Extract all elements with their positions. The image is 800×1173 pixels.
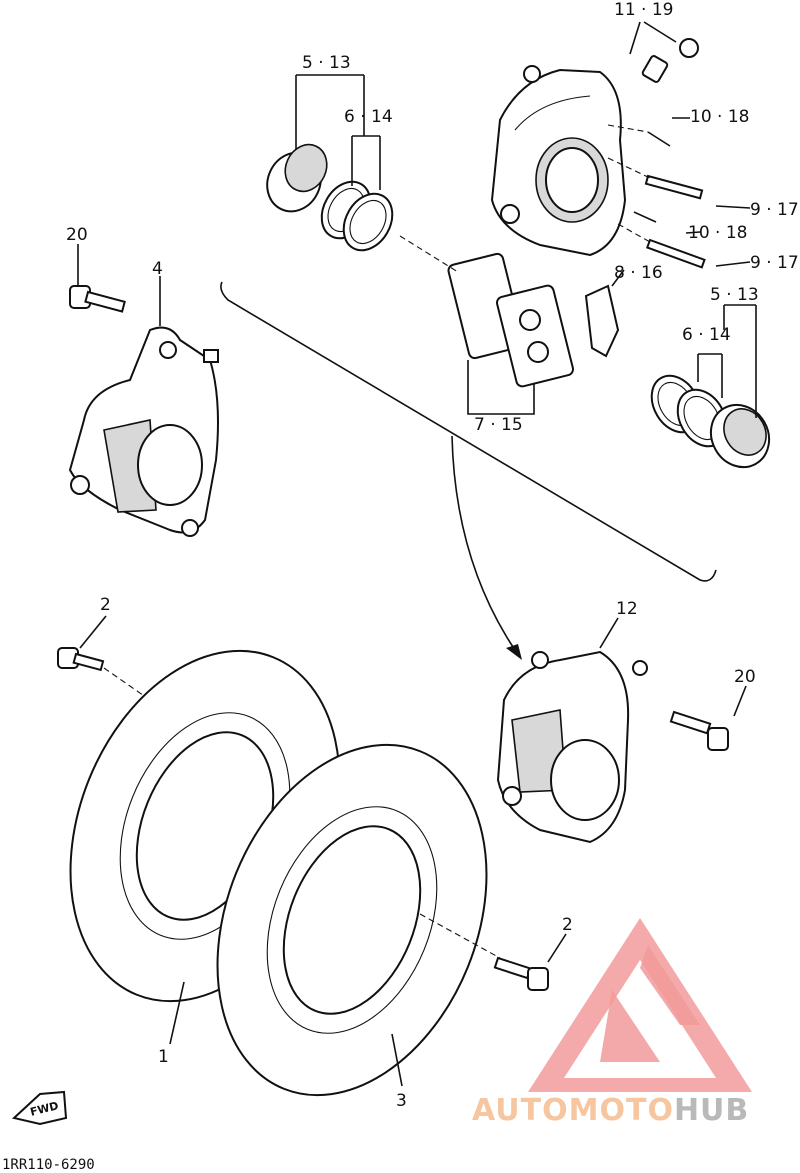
leader-lines xyxy=(77,21,757,1087)
forward-arrow-icon: FWD xyxy=(11,1090,68,1126)
callout-3: 3 xyxy=(396,1091,407,1111)
disc-bolt-upper xyxy=(57,647,151,701)
disc-bolt-lower xyxy=(419,913,549,991)
pad-support xyxy=(584,284,620,358)
caliper-bolt-left xyxy=(69,285,126,313)
callout-10-18-top: 10 · 18 xyxy=(690,107,749,127)
watermark-auto: AUTO xyxy=(472,1093,569,1128)
drawing-code: 1RR110-6290 xyxy=(2,1157,95,1173)
group-boundary xyxy=(220,281,717,582)
brake-pads xyxy=(399,235,574,388)
callout-4: 4 xyxy=(152,259,163,279)
callout-12: 12 xyxy=(616,599,638,619)
watermark-logo xyxy=(528,918,752,1092)
bleeder-screw xyxy=(641,38,699,83)
callout-20-left: 20 xyxy=(66,225,88,245)
callout-6-14-top: 6 · 14 xyxy=(344,107,393,127)
piston-top-left xyxy=(266,143,328,213)
watermark-moto: MOTO xyxy=(569,1093,674,1128)
callout-1: 1 xyxy=(158,1047,169,1067)
watermark-text: AUTOMOTOHUB xyxy=(472,1093,749,1128)
piston-seals-right xyxy=(650,374,771,469)
assembly-arrow xyxy=(451,435,516,651)
callout-10-18-bottom: 10 · 18 xyxy=(688,223,747,243)
callout-9-17-bottom: 9 · 17 xyxy=(750,253,799,273)
caliper-left xyxy=(68,326,219,537)
caliper-top-right xyxy=(490,65,627,257)
callout-20-right: 20 xyxy=(734,667,756,687)
callout-5-13-right: 5 · 13 xyxy=(710,285,759,305)
callout-2-upper: 2 xyxy=(100,595,111,615)
callout-2-lower: 2 xyxy=(562,915,573,935)
brake-disc-2 xyxy=(216,743,488,1097)
caliper-bolt-right xyxy=(669,710,729,751)
callout-9-17-top: 9 · 17 xyxy=(750,200,799,220)
callout-8-16: 8 · 16 xyxy=(614,263,663,283)
arrow-head xyxy=(506,644,522,660)
pad-pins-and-bolts xyxy=(607,124,706,269)
callout-5-13-top: 5 · 13 xyxy=(302,53,351,73)
callout-6-14-right: 6 · 14 xyxy=(682,325,731,345)
callout-11-19: 11 · 19 xyxy=(614,0,673,20)
watermark-hub: HUB xyxy=(674,1093,749,1128)
caliper-right-lower xyxy=(496,650,648,844)
seals-top-left xyxy=(320,180,394,252)
callout-labels: 11 · 19 5 · 13 6 · 14 10 · 18 9 · 17 10 … xyxy=(66,0,799,1111)
callout-7-15: 7 · 15 xyxy=(474,415,523,435)
